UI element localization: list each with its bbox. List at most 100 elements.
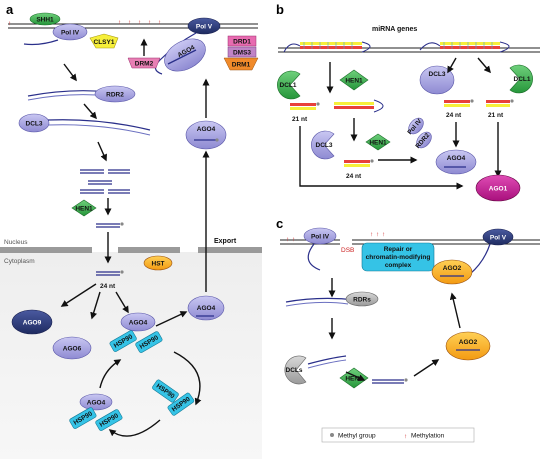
svg-text:AGO2: AGO2 [443, 265, 462, 272]
svg-text:Pol V: Pol V [490, 235, 507, 242]
legend-box [321, 427, 475, 443]
ago2-top-protein: AGO2 [431, 259, 473, 285]
mirna-21nt-right [486, 99, 514, 107]
svg-text:HEN1: HEN1 [345, 376, 363, 383]
svg-text:complex: complex [385, 262, 412, 269]
svg-text:Pol IV: Pol IV [61, 30, 80, 37]
svg-text:DCL3: DCL3 [26, 121, 43, 128]
rdrs-protein: RDRs [285, 291, 379, 307]
hairpin-left [283, 41, 371, 53]
arrow-c-3 [345, 371, 366, 381]
svg-text:chromatin-modifying: chromatin-modifying [366, 254, 431, 261]
legend-methyl: Methyl group [338, 433, 376, 440]
pol-iv-transcript [23, 39, 59, 46]
rdr2-protein [94, 85, 136, 103]
svg-text:Pol IV: Pol IV [311, 234, 330, 241]
svg-text:Repair or: Repair or [384, 246, 413, 253]
svg-text:DMS3: DMS3 [233, 50, 251, 57]
svg-text:HST: HST [152, 261, 165, 268]
length-24nt-mid: 24 nt [346, 173, 362, 180]
ago6-protein: AGO6 [52, 336, 92, 360]
svg-text:HEN1: HEN1 [345, 78, 363, 85]
svg-text:DRD1: DRD1 [233, 39, 251, 46]
arrow-to-dcl3-right [447, 57, 457, 74]
svg-text:AGO4: AGO4 [447, 155, 466, 162]
clsy1-protein: CLSY1 [89, 33, 119, 49]
arrow-c-4 [413, 359, 440, 377]
pol-v-protein: Pol V [187, 17, 221, 35]
cycle-arrow-bottom [108, 419, 161, 437]
length-21nt-right: 21 nt [488, 112, 504, 119]
hen1-protein-a: HEN1 [71, 199, 97, 217]
rdr2-dsrna: RDR2 [27, 85, 136, 103]
arrow-to-ago4-loaded [155, 311, 188, 327]
cytoplasm-label: Cytoplasm [4, 258, 35, 265]
sirna-duplexes [80, 169, 130, 194]
dsb-label: DSB [341, 247, 354, 254]
panel-b: b miRNA genes [276, 2, 540, 202]
legend: Methyl group ↑ Methylation [321, 427, 475, 443]
arrow-to-ago1-left [299, 126, 464, 190]
methylation-mark: ↑ [118, 19, 121, 26]
svg-text:AGO2: AGO2 [459, 339, 478, 346]
ago4-hsp90-complex: AGO4 HSP90 HSP90 [109, 312, 163, 353]
methylation-mark: ↑ [8, 20, 11, 27]
arrow-to-dcl3 [83, 103, 97, 120]
hen1-mid-protein: HEN1 [365, 133, 391, 151]
methyl-group-swatch [330, 433, 334, 437]
pol-iv-c-transcript [307, 243, 321, 271]
sirna-24nt-mid [344, 159, 374, 167]
hen1-protein-b: HEN1 [339, 69, 369, 91]
arrow-to-rdr2 [63, 63, 77, 82]
shh1-protein: SHH1 [29, 12, 61, 26]
svg-text:AGO4: AGO4 [87, 400, 106, 407]
drd1-protein: DRD1 [227, 35, 257, 47]
ago4-loaded-protein: AGO4 [187, 295, 225, 321]
arrow-to-ago4-complex [115, 291, 129, 314]
dcl3-right-protein: DCL3 [419, 65, 455, 95]
panel-a-label: a [6, 2, 14, 17]
methylation-mark: ↑ [382, 231, 385, 238]
svg-text:DRM2: DRM2 [135, 61, 154, 68]
methylation-mark: ↑ [370, 231, 373, 238]
hairpin-mid [334, 99, 384, 113]
methylation-mark: ↑ [138, 19, 141, 26]
dcl3-protein-a: DCL3 [18, 113, 151, 136]
ago1-protein: AGO1 [475, 174, 521, 202]
cycle-arrow-right [173, 351, 202, 406]
methylation-mark: ↑ [158, 19, 161, 26]
ago4-export-protein: AGO4 [185, 120, 227, 150]
ago4-top-protein: AGO4 [164, 38, 206, 72]
legend-methylation: Methylation [411, 433, 445, 440]
panel-b-label: b [276, 2, 284, 17]
svg-text:AGO1: AGO1 [489, 186, 508, 193]
rdr2-b-protein: RDR2 [414, 132, 432, 150]
arrow-to-ago9 [60, 283, 97, 307]
dcl3-mid-protein: DCL3 [311, 130, 335, 160]
arrow-to-ago6 [90, 291, 101, 320]
svg-text:RDR2: RDR2 [106, 92, 124, 99]
pol-v-c-transcript [469, 243, 491, 275]
sirna-24nt-right [444, 99, 474, 107]
svg-text:HEN1: HEN1 [369, 140, 387, 147]
sirna-c [372, 378, 408, 384]
svg-text:CLSY1: CLSY1 [94, 39, 115, 46]
repair-complex: Repair or chromatin-modifying complex [361, 242, 435, 272]
svg-text:DCL1: DCL1 [514, 76, 531, 83]
dcl1-left-protein: DCL1 [277, 70, 301, 100]
svg-text:AGO4: AGO4 [197, 126, 216, 133]
cytoplasm-region [0, 252, 262, 459]
arrow-to-sirnas [97, 141, 107, 162]
nucleus-label: Nucleus [4, 239, 28, 246]
ago4-b-protein: AGO4 [435, 149, 477, 175]
methylation-mark: ↑ [148, 19, 151, 26]
export-label: Export [214, 238, 237, 245]
mirna-21nt-left [290, 102, 320, 110]
svg-text:Pol V: Pol V [196, 24, 213, 31]
dcls-protein: DCLs [284, 355, 347, 385]
pol-iv-c-protein: Pol IV [303, 227, 337, 245]
dms3-protein: DMS3 [227, 46, 257, 58]
svg-text:HEN1: HEN1 [75, 206, 93, 213]
pol-v-c-protein: Pol V [482, 228, 514, 246]
panel-b-title: miRNA genes [372, 26, 417, 33]
